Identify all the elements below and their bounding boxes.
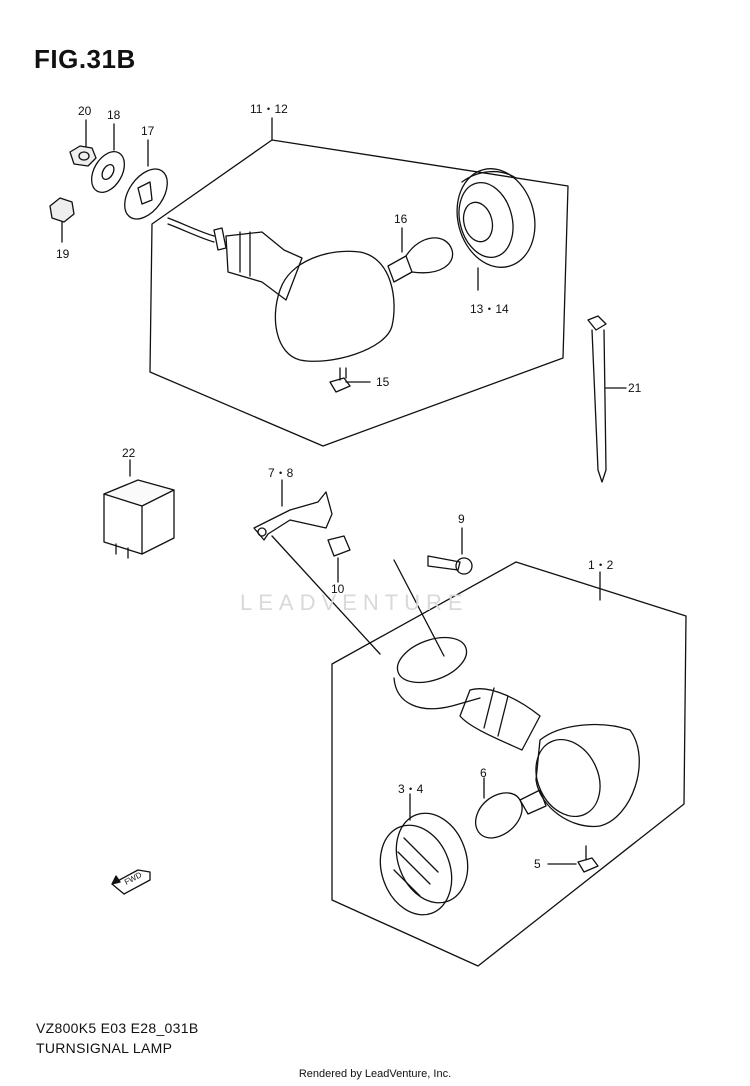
bulb-part-6 [475,777,547,839]
callout-15: 15 [376,375,390,389]
upper-assembly-outline [149,139,569,447]
fwd-arrow-icon [111,869,151,895]
screw-part-15 [329,367,371,393]
callout-7-8: 7・8 [268,466,294,480]
callout-10: 10 [331,582,345,596]
nut-part-20 [69,119,97,167]
callout-5: 5 [534,857,541,871]
screw-part-5 [547,845,599,873]
callout-1-2: 1・2 [588,558,614,572]
callout-3-4: 3・4 [398,782,424,796]
model-code: VZ800K5 E03 E28_031B [36,1020,199,1036]
rendered-by-credit: Rendered by LeadVenture, Inc. [298,1068,452,1080]
callout-20: 20 [78,104,92,118]
lens-housing-part-13-14 [456,168,536,291]
lamp-body-part-1-2 [393,636,640,828]
collar-part-10 [327,535,351,583]
callout-6: 6 [480,766,487,780]
plate-washer-part-17 [124,139,168,220]
relay-part-22 [103,459,175,559]
lower-assembly-outline [331,561,687,967]
watermark: LEADVENTURE [240,590,469,615]
nut-part-19 [49,197,75,243]
cable-tie-part-21 [587,315,627,483]
callout-9: 9 [458,512,465,526]
bulb-part-16 [387,227,454,283]
lamp-body-part-11-12 [167,217,395,362]
lens-part-3-4 [379,793,469,916]
washer-part-18 [90,123,126,193]
bracket-part-7-8 [253,479,381,655]
callout-16: 16 [394,212,408,226]
callout-19: 19 [56,247,70,261]
figure-title: FIG.31B [34,44,136,74]
callout-11-12: 11・12 [250,102,288,116]
bolt-part-9 [393,527,473,657]
callout-18: 18 [107,108,121,122]
callout-17: 17 [141,124,155,138]
callout-13-14: 13・14 [470,302,509,316]
callout-21: 21 [628,381,642,395]
figure-name: TURNSIGNAL LAMP [36,1040,173,1056]
callout-22: 22 [122,446,136,460]
